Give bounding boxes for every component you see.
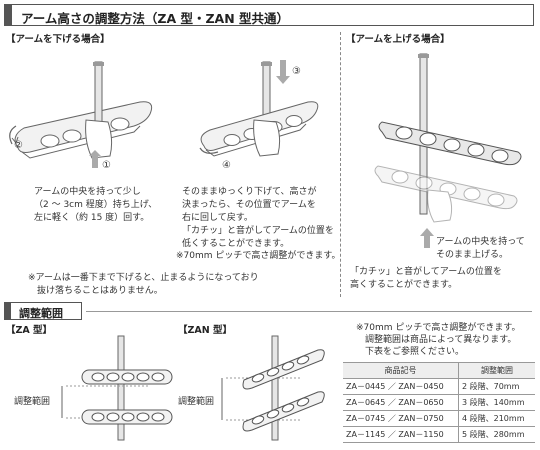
table-cell: ZA－0445 ／ ZAN－0450 [343,378,459,395]
raise-hold-text: アームの中央を持って そのまま上げる。 [436,237,525,260]
range-heading-box: 調整範囲 [4,302,82,320]
table-cell: 3 段階、140mm [458,394,535,411]
table-cell: ZA－1145 ／ ZAN－1150 [343,426,459,443]
table-cell: ZA－0645 ／ ZAN－0650 [343,394,459,411]
zan-range-label: 調整範囲 [178,397,215,407]
range-table: 商品記号 調整範囲 ZA－0445 ／ ZAN－0450 2 段階、70mm Z… [343,362,535,443]
za-diagram [61,335,173,441]
lower-illustration: ② ① ③ ④ [9,60,319,171]
range-illustration [61,335,325,441]
table-row: ZA－0645 ／ ZAN－0650 3 段階、140mm [343,394,535,411]
zan-label: 【ZAN 型】 [178,325,232,336]
marker-2: ② [14,140,23,151]
page-title-bar: アーム高さの調整方法（ZA 型・ZAN 型共通） [4,4,534,26]
marker-4: ④ [222,160,231,171]
raise-heading: 【アームを上げる場合】 [346,34,450,45]
raise-illustration [374,53,522,248]
arm-illustration-1 [9,61,153,168]
bottom-note: ※アームは一番下まで下げると、止まるようになっており 抜け落ちることはありません… [28,273,259,296]
table-row: ZA－0745 ／ ZAN－0750 4 段階、210mm [343,410,535,427]
lower-step2-text: そのままゆっくり下げて、高さが 決まったら、その位置でアームを 右に回して戻す。… [182,187,334,249]
marker-3: ③ [292,66,301,77]
table-cell: 4 段階、210mm [458,410,535,427]
title-accent [5,5,12,25]
arm-lowered [374,165,518,223]
page-title: アーム高さの調整方法（ZA 型・ZAN 型共通） [21,11,290,26]
arm-illustration-2 [199,60,319,157]
arm-raised [378,121,522,166]
za-label: 【ZA 型】 [6,325,53,336]
range-note: ※70mm ピッチで高さ調整ができます。 調整範囲は商品によって異なります。 下… [356,323,521,357]
table-row: ZA－0445 ／ ZAN－0450 2 段階、70mm [343,378,535,395]
marker-1: ① [102,160,111,171]
range-accent [5,303,11,319]
table-cell: 5 段階、280mm [458,426,535,443]
zan-diagram [221,335,325,441]
table-header: 商品記号 [343,362,459,379]
range-rule [86,311,532,312]
za-range-label: 調整範囲 [14,397,51,407]
raise-click-text: 「カチッ」と音がしてアームの位置を 高くすることができます。 [350,267,502,290]
table-cell: ZA－0745 ／ ZAN－0750 [343,410,459,427]
range-heading: 調整範囲 [19,307,63,320]
pitch-note: ※70mm ピッチで高さ調整ができます。 [176,251,341,261]
table-header-row: 商品記号 調整範囲 [343,362,535,379]
table-header: 調整範囲 [458,362,535,379]
section-divider [340,32,341,297]
table-row: ZA－1145 ／ ZAN－1150 5 段階、280mm [343,426,535,443]
table-cell: 2 段階、70mm [458,378,535,395]
lower-step1-text: アームの中央を持って少し （2 ～ 3cm 程度）持ち上げ、 左に軽く（約 15… [34,187,158,223]
lower-heading: 【アームを下げる場合】 [6,34,110,45]
